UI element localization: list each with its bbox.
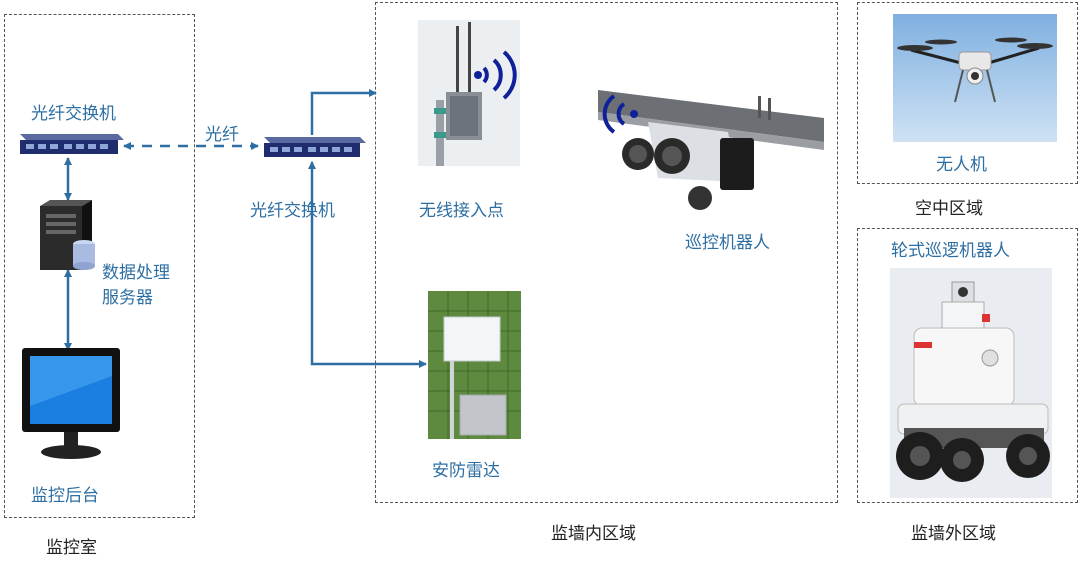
wheeled-robot-icon: [890, 268, 1052, 498]
wireless-ap-icon: [418, 20, 520, 166]
server-label-line1: 数据处理: [102, 263, 170, 283]
console-label: 监控后台: [31, 486, 99, 506]
zone-monitor-room: [4, 14, 195, 518]
fiber-label: 光纤: [205, 125, 239, 145]
drone-icon: [893, 14, 1057, 142]
zone-monitor-room-label: 监控室: [46, 538, 97, 558]
radar-icon: [428, 291, 521, 439]
zone-outer-area-label: 监墙外区域: [911, 524, 996, 544]
switch-left-label: 光纤交换机: [31, 104, 116, 124]
rail-robot-label: 巡控机器人: [685, 233, 770, 253]
server-label-line2: 服务器: [102, 288, 153, 308]
zone-outer-area: [857, 228, 1078, 503]
radar-label: 安防雷达: [432, 461, 500, 481]
wheeled-robot-label: 轮式巡逻机器人: [891, 241, 1010, 261]
drone-label: 无人机: [936, 155, 987, 175]
switch-left-icon: [20, 134, 124, 154]
rail-robot-icon: [598, 90, 824, 210]
switch-radar-link: [308, 161, 427, 368]
wireless-ap-label: 无线接入点: [419, 201, 504, 221]
switch-mid-label: 光纤交换机: [250, 201, 335, 221]
server-icon: [40, 200, 95, 270]
monitor-icon: [22, 348, 120, 459]
switch-ap-link: [310, 89, 377, 135]
zone-air-label: 空中区域: [915, 199, 983, 219]
zone-air-area: [857, 2, 1078, 184]
zone-inner-area-label: 监墙内区域: [551, 524, 636, 544]
switch-mid-icon: [264, 137, 366, 157]
